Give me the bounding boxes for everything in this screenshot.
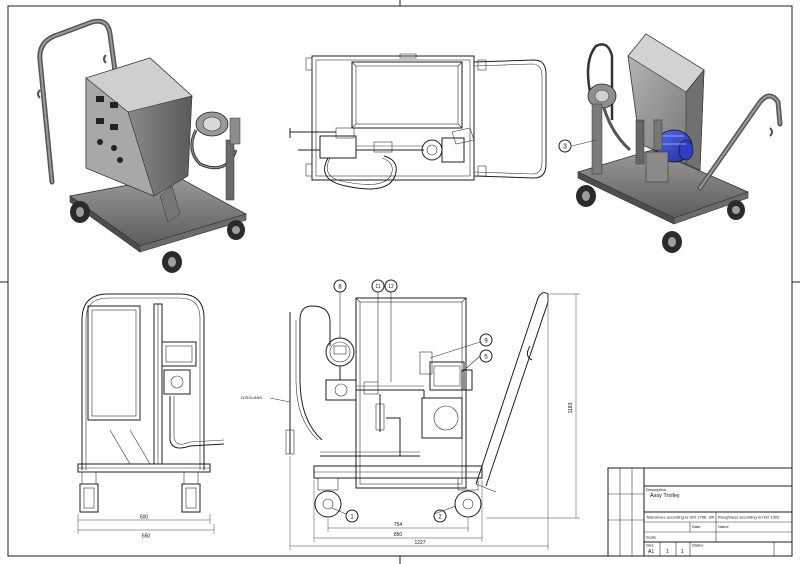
size-label: Size — [646, 543, 655, 548]
wheel-icon — [454, 477, 482, 518]
callout-8-label: 8 — [338, 285, 342, 291]
name-label: Name — [718, 524, 729, 529]
sheet-count: 1 — [681, 549, 684, 555]
front-view — [77, 293, 225, 534]
wheel-icon — [162, 251, 182, 273]
callout-3-label: 3 — [563, 144, 567, 151]
sheet-size: A1 — [648, 549, 654, 555]
side-view — [269, 292, 580, 550]
title-block — [607, 467, 793, 557]
callout-5-label: 5 — [484, 355, 488, 361]
drawing-title: Assy Trolley — [650, 493, 680, 499]
callout-9: 9 — [479, 333, 493, 347]
wheel-icon — [727, 200, 745, 220]
wheel-icon — [70, 201, 90, 223]
callout-11: 11 — [371, 279, 385, 293]
callout-1: 1 — [345, 509, 359, 523]
wheel-icon — [662, 231, 682, 253]
wheel-icon — [181, 471, 201, 513]
callout-12: 12 — [384, 279, 398, 293]
dimension-length-total: 1227 — [414, 540, 425, 546]
top-view — [289, 53, 547, 190]
dimension-height: 1183 — [568, 402, 574, 413]
dimension-width-side: 850 — [394, 532, 403, 538]
roughness-note: Roughness according to ISO 1302 — [718, 515, 780, 520]
dimension-width-front: 600 — [140, 515, 149, 521]
callout-9-label: 9 — [484, 339, 488, 345]
description-label: Description — [646, 487, 666, 492]
wheel-icon — [79, 471, 99, 513]
callout-2-label: 2 — [438, 515, 442, 521]
hose-note: ZUSGLANS — [240, 395, 262, 400]
wheel-icon — [576, 185, 596, 207]
callout-11-label: 11 — [375, 284, 380, 290]
callout-1-label: 1 — [350, 515, 354, 521]
callout-5: 5 — [479, 349, 493, 363]
callout-8: 8 — [333, 279, 347, 293]
callout-12-label: 12 — [388, 284, 394, 290]
isometric-view-rear — [571, 33, 783, 253]
date-label: Date — [692, 524, 701, 529]
sheet-number: 1 — [666, 549, 669, 555]
dimension-wheelbase: 754 — [394, 522, 403, 528]
wheel-icon — [227, 220, 245, 240]
callout-3: 3 — [558, 139, 572, 153]
dimension-width-front-total: 650 — [142, 534, 151, 540]
callout-2: 2 — [433, 509, 447, 523]
scale-label: Scale — [646, 535, 657, 540]
status-label: Status — [692, 543, 703, 548]
tolerance-note: Tolerances according to ISO 2768 -mK — [646, 515, 715, 520]
isometric-view-front — [37, 18, 248, 273]
wheel-icon — [314, 477, 342, 518]
